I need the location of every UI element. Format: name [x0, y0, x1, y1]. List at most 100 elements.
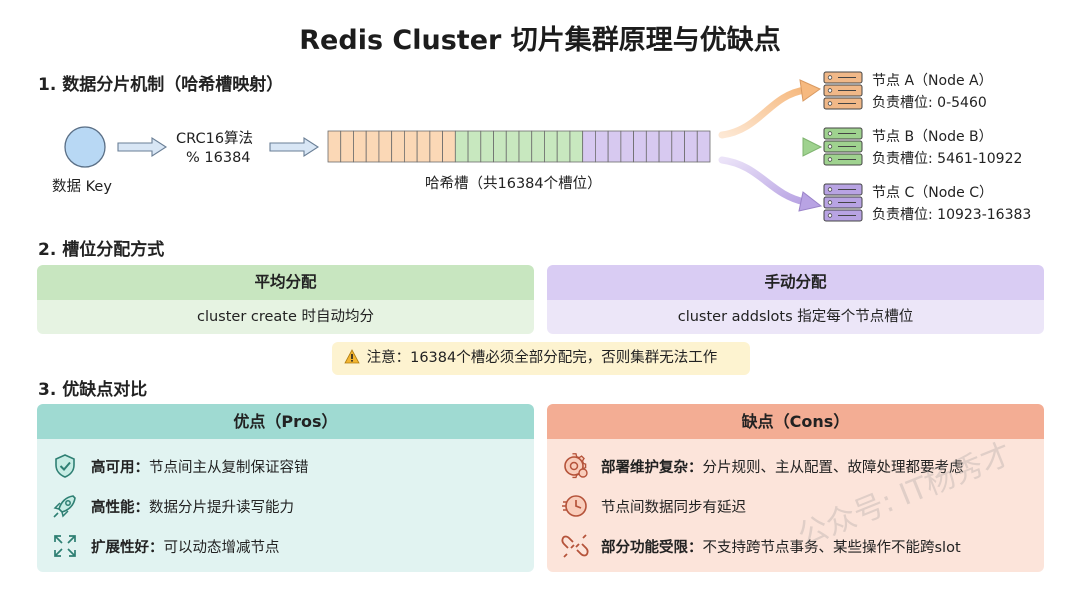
node-a: 节点 A（Node A） 负责槽位: 0-5460 — [818, 70, 1078, 114]
expand-arrows-icon — [54, 535, 76, 557]
hash-slot-cell — [327, 130, 342, 163]
pros-item: 高可用： 节点间主从复制保证容错 — [51, 451, 309, 481]
cons-item-text: 不支持跨节点事务、某些操作不能跨slot — [702, 539, 961, 556]
node-b-name: 节点 B（Node B） — [872, 129, 993, 145]
arrow-key-to-hash — [117, 136, 168, 158]
hash-slot-cell — [429, 130, 444, 163]
node-b: 节点 B（Node B） 负责槽位: 5461-10922 — [818, 126, 1078, 170]
hash-slot-cell — [595, 130, 609, 163]
hash-slot-cell — [658, 130, 673, 163]
hash-slot-cell — [365, 130, 380, 163]
pros-item-label: 高性能： — [91, 499, 149, 516]
hash-slot-cell — [607, 130, 622, 163]
manual-allocation-title: 手动分配 — [547, 265, 1044, 300]
cons-item-label: 部分功能受限： — [601, 539, 703, 556]
pros-item-text: 节点间主从复制保证容错 — [149, 459, 309, 476]
pros-item: 高性能： 数据分片提升读写能力 — [51, 491, 294, 521]
cons-item-text: 分片规则、主从配置、故障处理都要考虑 — [702, 459, 964, 476]
modulo-label: % 16384 — [186, 150, 251, 166]
arrowhead-node-b — [802, 137, 823, 157]
server-icon — [823, 183, 863, 222]
data-key-circle — [64, 126, 106, 168]
server-led — [827, 187, 833, 192]
node-c: 节点 C（Node C） 负责槽位: 10923-16383 — [818, 182, 1078, 226]
cons-item-text: 节点间数据同步有延迟 — [601, 499, 746, 516]
hash-slot-cell — [340, 130, 354, 163]
even-allocation-panel: 平均分配 cluster create 时自动均分 — [37, 265, 534, 334]
hash-slot-cell — [353, 130, 367, 163]
hash-slot-cell — [480, 130, 494, 163]
server-led — [827, 131, 833, 136]
server-led — [827, 144, 833, 149]
arrow-to-node-c — [718, 156, 809, 206]
hash-slot-cell — [518, 130, 533, 163]
hash-slot-cell — [645, 130, 660, 163]
hash-slot-cell — [416, 130, 431, 163]
hash-slot-cell — [505, 130, 520, 163]
cons-item-label: 部署维护复杂： — [601, 459, 703, 476]
arrowhead-node-a — [799, 79, 822, 102]
diagram-graphics — [64, 79, 823, 212]
node-a-range: 负责槽位: 0-5460 — [872, 95, 987, 111]
pros-panel: 优点（Pros） 高可用： 节点间主从复制保证容错 高性能： 数据分片提升读写能… — [37, 404, 534, 572]
node-a-name: 节点 A（Node A） — [872, 73, 993, 89]
hash-slot-cell — [671, 130, 685, 163]
hash-slot-cell — [556, 130, 571, 163]
server-led — [827, 101, 833, 106]
hash-slot-cell — [467, 130, 482, 163]
hash-slot-cell — [684, 130, 698, 163]
even-allocation-title: 平均分配 — [37, 265, 534, 300]
cons-item: 部分功能受限： 不支持跨节点事务、某些操作不能跨slot — [561, 531, 961, 561]
hash-slot-cell — [378, 130, 393, 163]
pros-item-text: 数据分片提升读写能力 — [149, 499, 294, 516]
hash-slot-cell — [403, 130, 418, 163]
arrow-hash-to-slots — [269, 136, 320, 158]
data-key-label: 数据 Key — [52, 179, 112, 195]
arrow-to-node-a — [718, 86, 809, 139]
node-c-range: 负责槽位: 10923-16383 — [872, 207, 1032, 223]
hash-slot-bar — [327, 130, 711, 163]
hash-slot-cell — [454, 130, 469, 163]
hash-slot-diagram: 数据 Key CRC16算法 % 16384 哈希槽（共16384个槽位） 节点… — [0, 0, 1080, 240]
hash-slot-cell — [620, 130, 634, 163]
clock-icon — [562, 495, 587, 517]
hash-slot-cell — [544, 130, 558, 163]
gear-icon — [564, 453, 588, 479]
hash-slot-cell — [696, 130, 711, 163]
pros-item-label: 高可用： — [91, 459, 149, 476]
cons-title: 缺点（Cons） — [547, 404, 1044, 439]
manual-allocation-desc: cluster addslots 指定每个节点槽位 — [547, 300, 1044, 334]
hash-slot-cell — [569, 130, 584, 163]
server-icon — [823, 127, 863, 166]
server-led — [827, 88, 833, 93]
hash-slot-cell — [531, 130, 545, 163]
hash-slot-cell — [582, 130, 596, 163]
rocket-icon — [53, 495, 76, 518]
node-c-name: 节点 C（Node C） — [872, 185, 993, 201]
section-title-sharding: 1. 数据分片机制（哈希槽映射） — [38, 75, 284, 95]
pros-title: 优点（Pros） — [37, 404, 534, 439]
cons-panel: 缺点（Cons） 部署维护复杂： 分片规则、主从配置、故障处理都要考虑 节点间数… — [547, 404, 1044, 572]
crc16-label: CRC16算法 — [176, 131, 254, 147]
page-title: Redis Cluster 切片集群原理与优缺点 — [299, 25, 781, 56]
cons-item: 部署维护复杂： 分片规则、主从配置、故障处理都要考虑 — [561, 451, 964, 481]
node-b-range: 负责槽位: 5461-10922 — [872, 151, 1023, 167]
pros-item-label: 扩展性好： — [91, 539, 164, 556]
server-led — [827, 213, 833, 218]
manual-allocation-panel: 手动分配 cluster addslots 指定每个节点槽位 — [547, 265, 1044, 334]
shield-check-icon — [55, 454, 75, 478]
hash-slots-label: 哈希槽（共16384个槽位） — [425, 176, 602, 192]
allocation-warning: 注意：16384个槽必须全部分配完，否则集群无法工作 — [332, 342, 750, 375]
hash-slot-cell — [442, 130, 456, 163]
arrowhead-node-c — [798, 191, 823, 212]
hash-slot-cell — [493, 130, 507, 163]
pros-item-text: 可以动态增减节点 — [163, 539, 280, 556]
pros-item: 扩展性好： 可以动态增减节点 — [51, 531, 280, 561]
hash-slot-cell — [633, 130, 647, 163]
server-led — [827, 200, 833, 205]
section-title-pros-cons: 3. 优缺点对比 — [38, 380, 148, 400]
broken-link-icon — [561, 534, 589, 558]
even-allocation-desc: cluster create 时自动均分 — [37, 300, 534, 334]
section-title-allocation: 2. 槽位分配方式 — [38, 240, 165, 260]
warning-text: 注意：16384个槽必须全部分配完，否则集群无法工作 — [366, 350, 718, 366]
